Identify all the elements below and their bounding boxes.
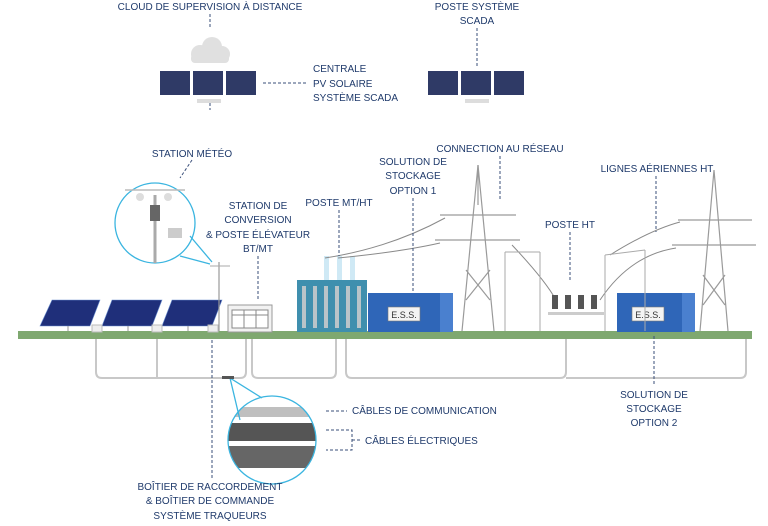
conversion-station	[227, 304, 273, 333]
ground-strip	[18, 331, 752, 339]
label-conversion-1: STATION DE	[229, 201, 288, 212]
leader-lines	[179, 14, 657, 478]
pylon-2	[672, 169, 756, 332]
label-storage2-3: OPTION 2	[631, 418, 678, 429]
mv-hv-transformer	[297, 256, 367, 332]
label-grid-connection: CONNECTION AU RÉSEAU	[436, 142, 563, 155]
label-scada-post-2: SCADA	[460, 16, 495, 27]
label-pv-plant-1: CENTRALE	[313, 64, 367, 75]
label-conversion-2: CONVERSION	[224, 215, 291, 226]
underground-cables	[95, 338, 747, 379]
solar-panels	[39, 299, 223, 333]
label-weather-station: STATION MÉTÉO	[152, 147, 232, 160]
label-comm-cables: CÂBLES DE COMMUNICATION	[352, 404, 497, 417]
label-storage1-2: STOCKAGE	[385, 171, 441, 182]
scada-monitors-pv	[160, 71, 256, 103]
cable-detail	[222, 376, 317, 485]
label-junction-3: SYSTÈME TRAQUEURS	[153, 509, 266, 522]
scada-monitors-post	[428, 71, 524, 103]
label-pv-plant-2: PV SOLAIRE	[313, 79, 373, 90]
label-hv-post: POSTE HT	[545, 220, 595, 231]
label-mv-hv-post: POSTE MT/HT	[305, 198, 372, 209]
weather-station	[114, 182, 230, 331]
label-storage1-3: OPTION 1	[390, 186, 437, 197]
pylon-1	[435, 164, 520, 332]
labels: CLOUD DE SUPERVISION À DISTANCE POSTE SY…	[118, 0, 714, 522]
label-hv-lines: LIGNES AÉRIENNES HT	[601, 162, 714, 175]
label-junction-1: BOÎTIER DE RACCORDEMENT	[137, 480, 282, 493]
label-storage1-1: SOLUTION DE	[379, 157, 447, 168]
label-conversion-4: BT/MT	[243, 244, 273, 255]
label-junction-2: & BOÎTIER DE COMMANDE	[146, 494, 275, 507]
label-elec-cables: CÂBLES ÉLECTRIQUES	[365, 434, 478, 447]
label-pv-plant-3: SYSTÈME SCADA	[313, 91, 398, 104]
label-storage2-1: SOLUTION DE	[620, 390, 688, 401]
hv-substation	[504, 249, 646, 331]
solar-panel	[39, 299, 101, 331]
label-scada-post-1: POSTE SYSTÈME	[435, 0, 520, 13]
overhead-lines	[324, 217, 681, 301]
label-cloud: CLOUD DE SUPERVISION À DISTANCE	[118, 0, 303, 13]
label-conversion-3: & POSTE ÉLÉVATEUR	[206, 228, 310, 241]
ess-label: E.S.S.	[635, 310, 661, 320]
cloud-icon	[191, 37, 230, 63]
ess-label: E.S.S.	[391, 310, 417, 320]
label-storage2-2: STOCKAGE	[626, 404, 682, 415]
ess-container-2: E.S.S.	[617, 293, 695, 332]
ess-container-1: E.S.S.	[368, 293, 453, 332]
